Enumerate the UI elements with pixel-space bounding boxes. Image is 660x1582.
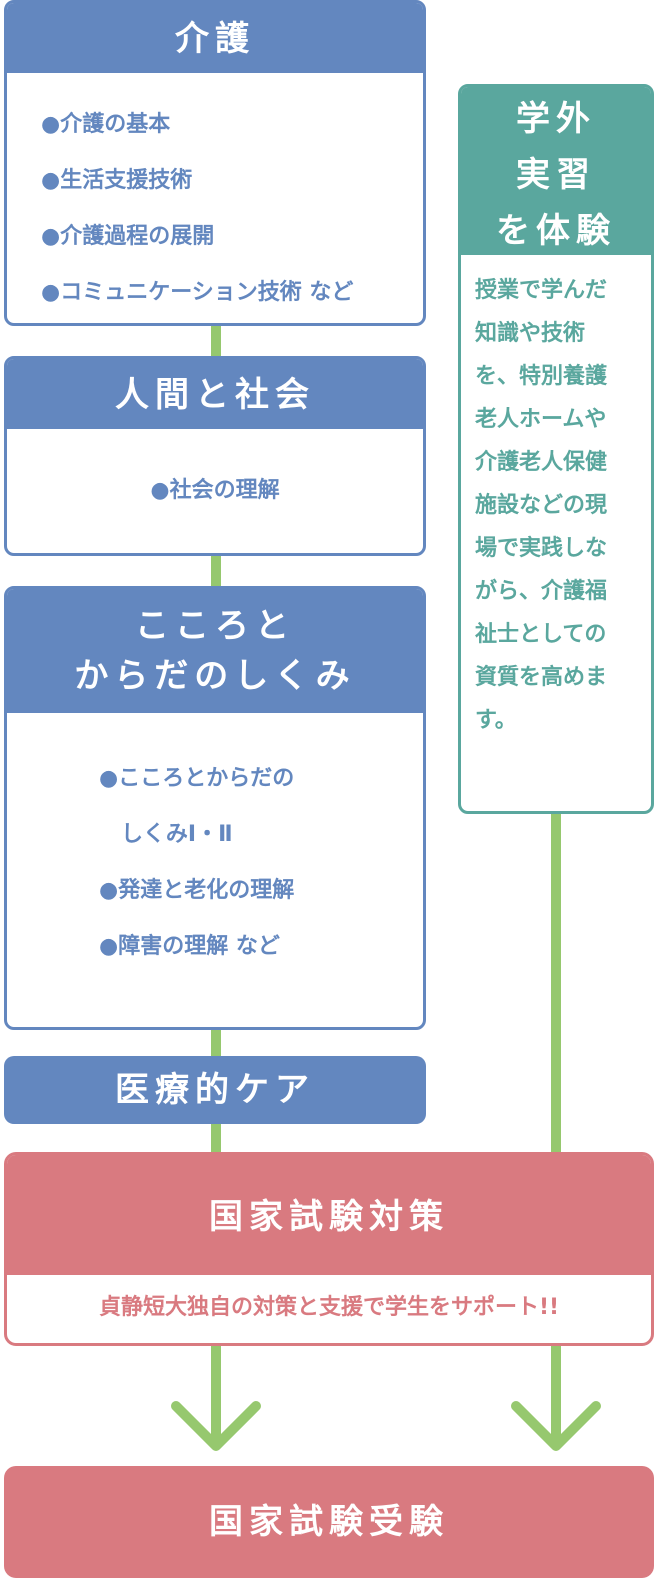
list-item: ●介護の基本 xyxy=(41,112,171,137)
connector-kaigo-ningen xyxy=(211,322,221,364)
list-item: しくみⅠ・Ⅱ xyxy=(121,822,233,847)
gakugai-text: 授業で学んだ 知識や技術 を、特別養護 老人ホームや 介護老人保健 施設などの現… xyxy=(475,278,608,733)
connector-left-arrow-shaft xyxy=(211,1345,221,1445)
list-item: ●発達と老化の理解 xyxy=(99,878,295,903)
list-item: ●障害の理解 など xyxy=(99,934,280,959)
kaigo-items: ●介護の基本 ●生活支援技術 ●介護過程の展開 ●コミュニケーション技術 など xyxy=(7,73,423,321)
arrow-down-icon xyxy=(171,1401,261,1451)
ningen-box: 人間と社会 ●社会の理解 xyxy=(4,356,426,556)
connector-kokoro-iryou xyxy=(211,1028,221,1058)
gakugai-box: 学外 実習 を体験 授業で学んだ 知識や技術 を、特別養護 老人ホームや 介護老… xyxy=(458,84,654,814)
connector-right-arrow-shaft xyxy=(551,1345,561,1445)
list-item: ●介護過程の展開 xyxy=(41,224,215,249)
kokoro-box: こころと からだのしくみ ●こころとからだの しくみⅠ・Ⅱ ●発達と老化の理解 … xyxy=(4,586,426,1030)
kokoro-title: こころと からだのしくみ xyxy=(7,589,423,713)
list-item: ●生活支援技術 xyxy=(41,168,193,193)
connector-ningen-kokoro xyxy=(211,555,221,593)
list-item: ●コミュニケーション技術 など xyxy=(41,280,354,305)
gakugai-title-line3: を体験 xyxy=(496,211,616,251)
gakugai-title-line1: 学外 xyxy=(516,99,596,139)
ningen-title: 人間と社会 xyxy=(7,359,423,429)
iryou-box: 医療的ケア xyxy=(4,1056,426,1124)
taisaku-box: 国家試験対策 貞静短大独自の対策と支援で学生をサポート!! xyxy=(4,1152,654,1346)
kokoro-items: ●こころとからだの しくみⅠ・Ⅱ ●発達と老化の理解 ●障害の理解 など xyxy=(7,713,423,975)
connector-iryou-taisaku xyxy=(211,1122,221,1160)
taisaku-subtitle: 貞静短大独自の対策と支援で学生をサポート!! xyxy=(98,1295,560,1320)
kokoro-title-line2: からだのしくみ xyxy=(74,656,356,696)
ningen-items: ●社会の理解 xyxy=(7,429,423,553)
arrow-down-icon xyxy=(511,1401,601,1451)
list-item: ●社会の理解 xyxy=(150,478,280,503)
connector-gakugai-taisaku xyxy=(551,812,561,1158)
kaigo-box: 介護 ●介護の基本 ●生活支援技術 ●介護過程の展開 ●コミュニケーション技術 … xyxy=(4,0,426,326)
gakugai-title: 学外 実習 を体験 xyxy=(461,87,651,255)
kokoro-title-line1: こころと xyxy=(135,606,295,646)
gakugai-title-line2: 実習 xyxy=(516,155,596,195)
juken-box: 国家試験受験 xyxy=(4,1466,654,1578)
kaigo-title: 介護 xyxy=(7,3,423,73)
list-item: ●こころとからだの xyxy=(99,766,295,791)
taisaku-title: 国家試験対策 xyxy=(7,1155,651,1275)
